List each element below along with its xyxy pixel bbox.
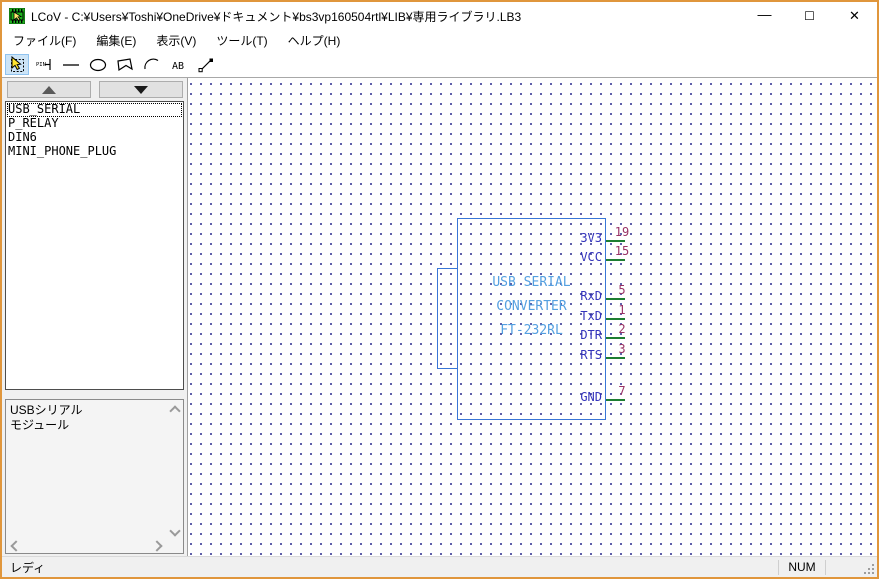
component-sidebar: USB_SERIAL P_RELAY DIN6 MINI_PHONE_PLUG …: [2, 78, 188, 556]
pin-number: 7: [618, 384, 626, 398]
menu-help[interactable]: ヘルプ(H): [287, 33, 341, 48]
up-arrow-icon: [42, 85, 56, 94]
pin-line: [606, 318, 625, 320]
scroll-up-icon: [169, 405, 181, 417]
maximize-icon: ☐: [804, 9, 815, 23]
pin-name: 3V3: [580, 231, 602, 245]
scroll-left-icon: [10, 540, 22, 552]
pin-icon: PIN: [36, 58, 51, 70]
title-bar: LCoV - C:¥Users¥Toshi¥OneDrive¥ドキュメント¥bs…: [2, 2, 877, 30]
pin-line: [606, 337, 625, 339]
pin-name: DTR: [580, 328, 602, 342]
symbol-label-3: FT-232RL: [500, 323, 563, 338]
window-title: LCoV - C:¥Users¥Toshi¥OneDrive¥ドキュメント¥bs…: [31, 9, 522, 24]
svg-text:AB: AB: [172, 61, 184, 72]
arc-tool-button[interactable]: [140, 54, 164, 75]
symbol-connector-rect[interactable]: [437, 268, 458, 369]
status-bar: レディ NUM: [2, 556, 877, 577]
close-button[interactable]: ✕: [832, 2, 877, 30]
move-down-button[interactable]: [99, 81, 183, 98]
schematic-canvas[interactable]: USB SERIAL CONVERTER FT-232RL 3V3 19 VCC…: [188, 78, 877, 556]
line-icon: [63, 63, 79, 66]
select-tool-button[interactable]: [5, 54, 29, 75]
down-arrow-icon: [134, 85, 148, 94]
text-icon: AB: [172, 61, 184, 72]
text-tool-button[interactable]: AB: [167, 54, 191, 75]
pin-name: GND: [580, 390, 602, 404]
menu-tools[interactable]: ツール(T): [216, 33, 268, 48]
arc-icon: [144, 58, 159, 69]
pin-line: [606, 357, 625, 359]
select-arrow-icon: [11, 55, 24, 72]
menu-edit[interactable]: 編集(E): [96, 33, 137, 48]
polygon-icon: [117, 57, 133, 71]
pin-number: 1: [618, 303, 626, 317]
pin-name: TxD: [580, 309, 602, 323]
polygon-tool-button[interactable]: [113, 54, 137, 75]
menu-view[interactable]: 表示(V): [156, 33, 197, 48]
pin-number: 15: [614, 244, 630, 258]
menu-bar: ファイル(F) 編集(E) 表示(V) ツール(T) ヘルプ(H): [2, 30, 877, 52]
ellipse-tool-button[interactable]: [86, 54, 110, 75]
component-description-box[interactable]: USBシリアル モジュール: [5, 399, 184, 554]
pin-tool-button[interactable]: PIN: [32, 54, 56, 75]
symbol-label-2: CONVERTER: [496, 299, 567, 314]
pin-name: RxD: [580, 289, 602, 303]
list-item-p-relay[interactable]: P_RELAY: [8, 116, 59, 130]
pin-number: 3: [618, 342, 626, 356]
minimize-button[interactable]: —: [742, 2, 787, 30]
pin-number: 2: [618, 322, 626, 336]
resize-grip[interactable]: [862, 562, 876, 576]
minimize-icon: —: [757, 6, 772, 22]
pin-line: [606, 298, 625, 300]
component-description: USBシリアル モジュール: [6, 400, 167, 540]
maximize-button[interactable]: ☐: [787, 2, 832, 30]
description-line-1: USBシリアル: [10, 403, 83, 417]
pin-number: 19: [614, 225, 630, 239]
status-message: レディ: [10, 560, 46, 575]
scroll-right-icon: [151, 540, 163, 552]
app-icon: [9, 8, 25, 24]
segment-icon: [198, 58, 213, 72]
move-up-button[interactable]: [7, 81, 91, 98]
list-item-usb-serial[interactable]: USB_SERIAL: [7, 103, 182, 117]
list-nav-buttons: [7, 81, 183, 98]
description-horizontal-scrollbar[interactable]: [6, 540, 167, 553]
segment-tool-button[interactable]: [194, 54, 218, 75]
pin-name: RTS: [580, 348, 602, 362]
line-tool-button[interactable]: [59, 54, 83, 75]
menu-file[interactable]: ファイル(F): [13, 33, 77, 48]
list-item-din6[interactable]: DIN6: [8, 130, 37, 144]
component-list: USB_SERIAL P_RELAY DIN6 MINI_PHONE_PLUG: [5, 101, 184, 390]
tool-bar: PIN AB: [2, 52, 877, 77]
description-vertical-scrollbar[interactable]: [167, 400, 183, 553]
svg-text:PIN: PIN: [36, 62, 46, 68]
close-icon: ✕: [849, 8, 860, 23]
num-lock-indicator: NUM: [788, 560, 816, 574]
ellipse-icon: [89, 58, 107, 71]
pin-line: [606, 399, 625, 401]
scroll-down-icon: [169, 525, 181, 537]
pin-line: [606, 240, 625, 242]
pin-number: 5: [618, 283, 626, 297]
symbol-label-1: USB SERIAL: [492, 275, 571, 290]
main-area: USB_SERIAL P_RELAY DIN6 MINI_PHONE_PLUG …: [2, 77, 877, 556]
status-separator: [825, 559, 826, 575]
window-controls: — ☐ ✕: [742, 2, 877, 30]
pin-line: [606, 259, 625, 261]
list-item-mini-phone-plug[interactable]: MINI_PHONE_PLUG: [8, 144, 117, 158]
description-line-2: モジュール: [10, 418, 70, 432]
status-separator: [778, 559, 779, 575]
pin-name: VCC: [580, 250, 602, 264]
